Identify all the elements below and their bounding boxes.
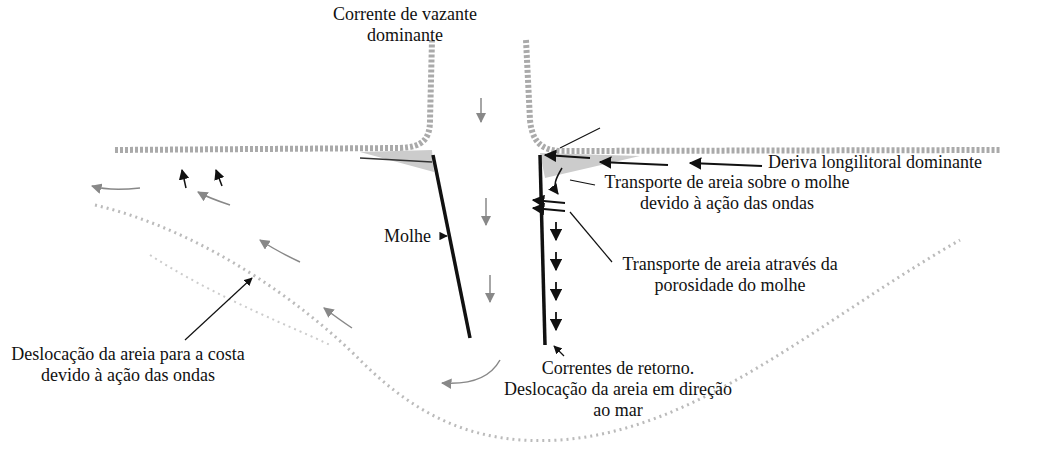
return-arrow	[555, 222, 557, 240]
annotation-label: Deriva longilitoral dominante	[768, 152, 982, 173]
drift-arrow	[690, 163, 762, 166]
sand-accretion	[360, 150, 434, 172]
return-arrow	[555, 282, 557, 300]
offshore-bar	[95, 205, 960, 441]
leader-line	[185, 278, 252, 340]
leader-line	[560, 128, 600, 148]
flow-arrow	[324, 308, 352, 328]
offshore-bar	[150, 255, 330, 345]
current-arrow	[485, 198, 487, 225]
annotation-label: Correntes de retorno. Deslocação da arei…	[500, 358, 736, 421]
leader-line	[440, 235, 447, 236]
leader-line	[554, 346, 564, 356]
leader-line	[570, 212, 612, 262]
transport-arrow	[555, 168, 562, 194]
onshore-arrow	[182, 170, 186, 188]
drift-arrow	[545, 155, 590, 158]
current-arrow	[480, 98, 482, 122]
jetty	[433, 155, 470, 338]
leader-line	[570, 180, 595, 185]
drift-arrow	[600, 162, 668, 165]
annotation-label: Molhe	[384, 226, 431, 247]
jetty	[540, 155, 545, 345]
jetty-root	[360, 158, 432, 162]
transport-arrow	[533, 208, 565, 211]
flow-arrow	[92, 186, 140, 189]
current-arrow	[442, 360, 500, 383]
coastline	[526, 40, 1000, 151]
return-arrow	[555, 312, 557, 330]
annotation-label: Corrente de vazante dominante	[315, 4, 495, 46]
coastline	[115, 40, 432, 150]
flow-arrow	[260, 240, 300, 262]
transport-arrow	[533, 200, 565, 203]
return-arrow	[555, 252, 557, 270]
onshore-arrow	[216, 170, 222, 186]
annotation-label: Deslocação da areia para a costa devido …	[6, 344, 250, 386]
flow-arrow	[198, 192, 230, 205]
annotation-label: Transporte de areia através da porosidad…	[614, 254, 846, 296]
annotation-label: Transporte de areia sobre o molhe devido…	[596, 172, 858, 214]
current-arrow	[489, 275, 491, 302]
